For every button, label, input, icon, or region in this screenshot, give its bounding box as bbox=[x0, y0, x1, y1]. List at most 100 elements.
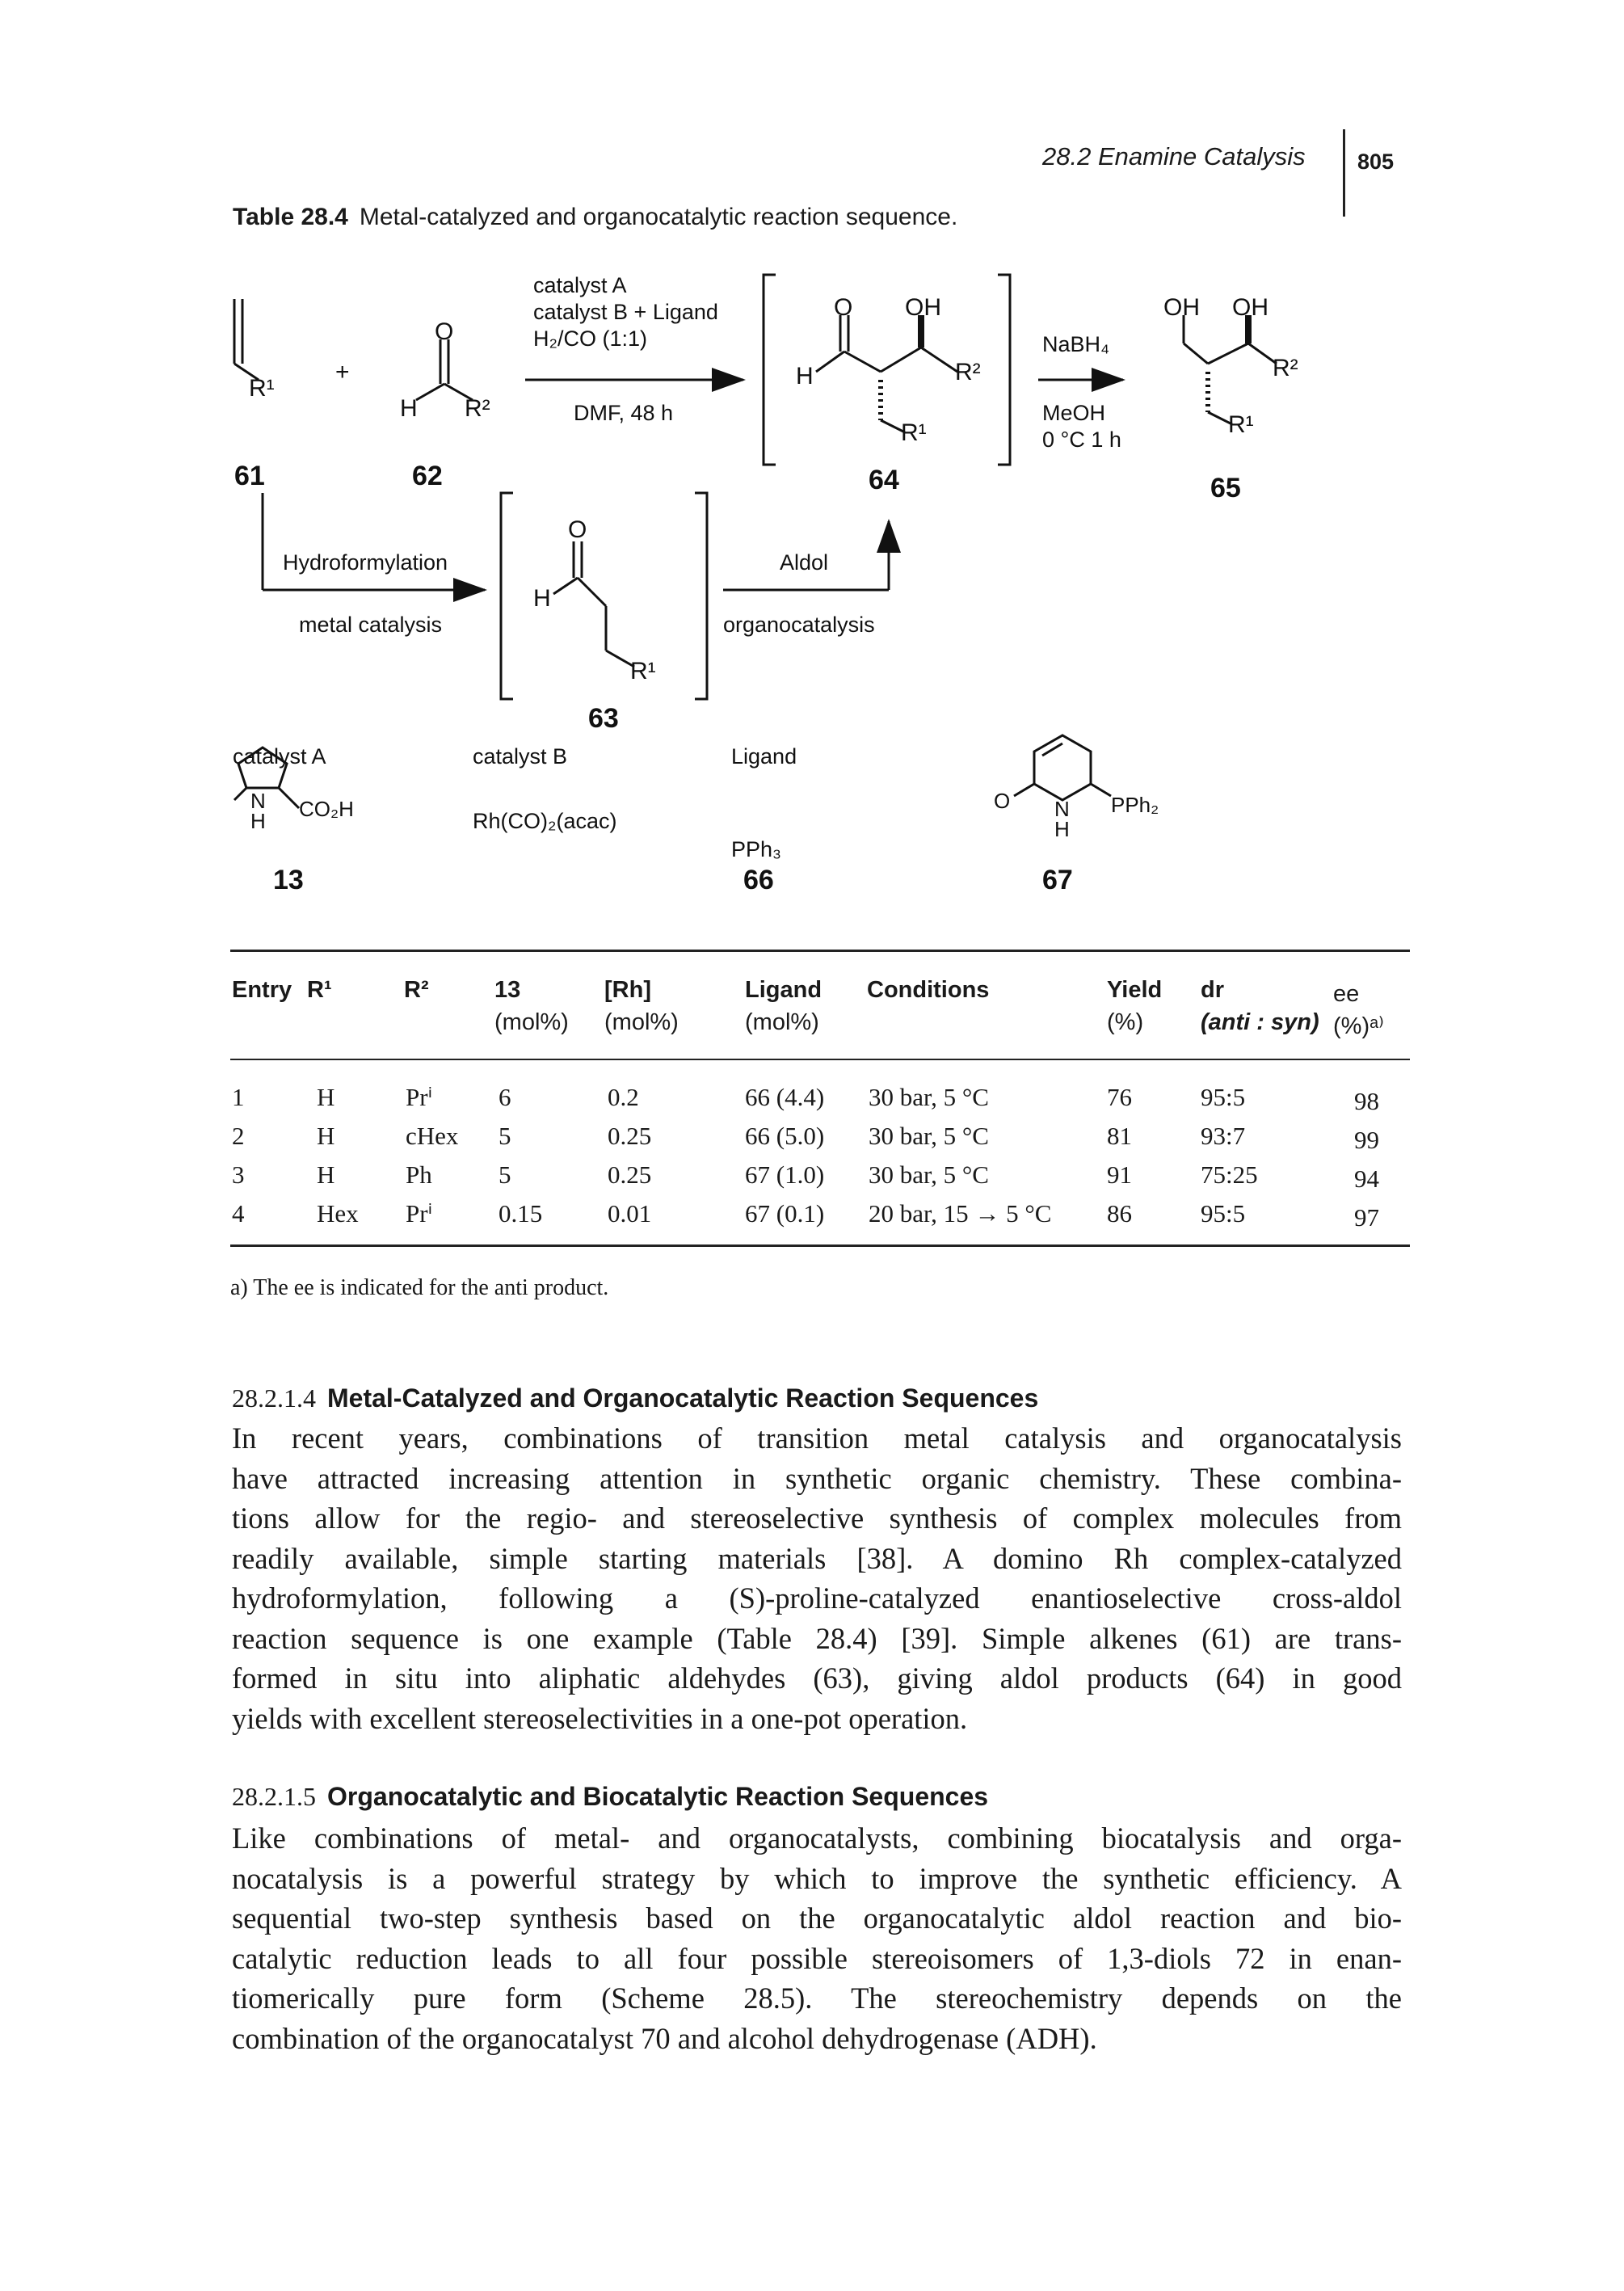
metal-catalysis-label: metal catalysis bbox=[299, 613, 442, 637]
cell-r1: H bbox=[317, 1083, 335, 1111]
cell-conditions: 30 bar, 5 °C bbox=[869, 1160, 989, 1189]
step1-solvent: DMF, 48 h bbox=[574, 401, 673, 425]
text-line: combination of the organocatalyst 70 and… bbox=[232, 2021, 1097, 2055]
text-line: tiomerically pure form (Scheme 28.5). Th… bbox=[232, 1981, 1402, 2015]
step1-line2: catalyst B + Ligand bbox=[533, 300, 718, 324]
header-yield-line2: (%) bbox=[1107, 1009, 1144, 1035]
ligand-label: Ligand bbox=[731, 744, 797, 769]
cell-r2: Prⁱ bbox=[406, 1083, 433, 1111]
header-13-line1: 13 bbox=[494, 977, 521, 1003]
text-line: hydroformylation, following a (S)-prolin… bbox=[232, 1581, 1402, 1615]
cell-yield: 86 bbox=[1107, 1199, 1132, 1228]
header-r1: R¹ bbox=[307, 977, 332, 1003]
pph2-label: PPh₂ bbox=[1111, 793, 1159, 817]
compound-13: 13 bbox=[273, 865, 304, 895]
cell-r1: H bbox=[317, 1122, 335, 1150]
text-line: catalytic reduction leads to all four po… bbox=[232, 1941, 1402, 1975]
h-label-63: H bbox=[533, 585, 551, 612]
header-dr-line1: dr bbox=[1201, 977, 1224, 1003]
organocatalysis-label: organocatalysis bbox=[723, 613, 875, 637]
hydroformylation-label: Hydroformylation bbox=[283, 550, 448, 575]
table-footnote: a) The ee is indicated for the anti prod… bbox=[230, 1275, 609, 1300]
oh-label-65b: OH bbox=[1232, 294, 1268, 321]
text-line: have attracted increasing attention in s… bbox=[232, 1461, 1402, 1495]
cell-r2: Prⁱ bbox=[406, 1199, 433, 1228]
text-line: readily available, simple starting mater… bbox=[232, 1541, 1402, 1575]
text-line: In recent years, combinations of transit… bbox=[232, 1421, 1402, 1455]
header-13: 13(mol%) bbox=[494, 974, 569, 1038]
reaction-scheme: R¹ + O H R² 61 62 catalyst A catalyst B … bbox=[233, 273, 1298, 895]
cell-13: 5 bbox=[499, 1122, 511, 1150]
h-label-13: H bbox=[250, 809, 266, 833]
cell-dr: 95:5 bbox=[1201, 1083, 1246, 1111]
cell-ee: 94 bbox=[1354, 1164, 1379, 1193]
cell-yield: 91 bbox=[1107, 1160, 1132, 1189]
cell-entry: 1 bbox=[232, 1083, 245, 1111]
header-dr: dr(anti : syn) bbox=[1201, 974, 1319, 1038]
compound-64: 64 bbox=[869, 465, 899, 495]
section-2-paragraph: Like combinations of metal- and organoca… bbox=[232, 1818, 1402, 2058]
header-conditions: Conditions bbox=[867, 977, 990, 1003]
cell-13: 0.15 bbox=[499, 1199, 543, 1228]
h-label-64: H bbox=[796, 363, 814, 390]
cell-ee: 99 bbox=[1354, 1126, 1379, 1154]
text-line: sequential two-step synthesis based on t… bbox=[232, 1901, 1402, 1935]
compound-63: 63 bbox=[588, 703, 619, 734]
header-rh: [Rh](mol%) bbox=[604, 974, 679, 1038]
catalyst-a-label: catalyst A bbox=[233, 744, 326, 769]
header-ee-line2: (%)ᵃ⁾ bbox=[1333, 1013, 1385, 1039]
o-label-64: O bbox=[834, 294, 852, 321]
n-label-67: N bbox=[1054, 797, 1070, 821]
cell-yield: 81 bbox=[1107, 1122, 1132, 1150]
cell-entry: 2 bbox=[232, 1122, 245, 1150]
cell-rh: 0.25 bbox=[608, 1160, 652, 1189]
oh-label-64: OH bbox=[905, 294, 941, 321]
header-ligand-line1: Ligand bbox=[745, 977, 823, 1003]
step1-line1: catalyst A bbox=[533, 273, 627, 297]
header-ligand: Ligand(mol%) bbox=[745, 974, 822, 1038]
compound-62: 62 bbox=[412, 461, 443, 491]
section-title: Metal-Catalyzed and Organocatalytic Reac… bbox=[327, 1383, 1039, 1413]
table-top-rule bbox=[230, 950, 1410, 952]
compound-66: 66 bbox=[743, 865, 774, 895]
cell-conditions: 20 bar, 15 → 5 °C bbox=[869, 1199, 1052, 1228]
header-entry: Entry bbox=[232, 977, 292, 1003]
step2-reagent: NaBH₄ bbox=[1042, 332, 1109, 356]
h-label-67: H bbox=[1054, 817, 1070, 841]
header-yield-line1: Yield bbox=[1107, 977, 1163, 1003]
aldol-label: Aldol bbox=[780, 550, 828, 575]
catalyst-b-label: catalyst B bbox=[473, 744, 567, 769]
compound-65: 65 bbox=[1210, 473, 1241, 503]
text-line: yields with excellent stereoselectivitie… bbox=[232, 1701, 968, 1735]
r2-label-62: R² bbox=[465, 395, 490, 422]
cell-rh: 0.01 bbox=[608, 1199, 652, 1228]
r1-label-65: R¹ bbox=[1228, 411, 1254, 438]
cell-ligand: 66 (4.4) bbox=[745, 1083, 825, 1111]
r1-label-61: R¹ bbox=[249, 375, 275, 402]
step2-conditions: 0 °C 1 h bbox=[1042, 427, 1121, 452]
oh-label-65a: OH bbox=[1163, 294, 1200, 321]
cell-13: 6 bbox=[499, 1083, 511, 1111]
header-ee-line1: ee bbox=[1333, 981, 1360, 1007]
cell-rh: 0.25 bbox=[608, 1122, 652, 1150]
o-label-67: O bbox=[994, 789, 1010, 813]
section-number: 28.2.1.5 bbox=[232, 1782, 316, 1811]
cell-rh: 0.2 bbox=[608, 1083, 639, 1111]
o-label-63: O bbox=[568, 516, 587, 543]
n-label-13: N bbox=[250, 789, 266, 813]
cell-r2: cHex bbox=[406, 1122, 459, 1150]
section-number: 28.2.1.4 bbox=[232, 1383, 316, 1413]
pph3-label: PPh₃ bbox=[731, 837, 781, 861]
cell-r1: Hex bbox=[317, 1199, 359, 1228]
r2-label-64: R² bbox=[955, 359, 981, 385]
cell-ligand: 66 (5.0) bbox=[745, 1122, 825, 1150]
cell-r2: Ph bbox=[406, 1160, 432, 1189]
cell-ee: 98 bbox=[1354, 1087, 1379, 1115]
plus-sign: + bbox=[335, 359, 350, 385]
section-title: Organocatalytic and Biocatalytic Reactio… bbox=[327, 1782, 989, 1811]
cell-conditions: 30 bar, 5 °C bbox=[869, 1083, 989, 1111]
r1-label-64: R¹ bbox=[901, 419, 927, 446]
table-bottom-rule bbox=[230, 1244, 1410, 1247]
cell-dr: 75:25 bbox=[1201, 1160, 1258, 1189]
